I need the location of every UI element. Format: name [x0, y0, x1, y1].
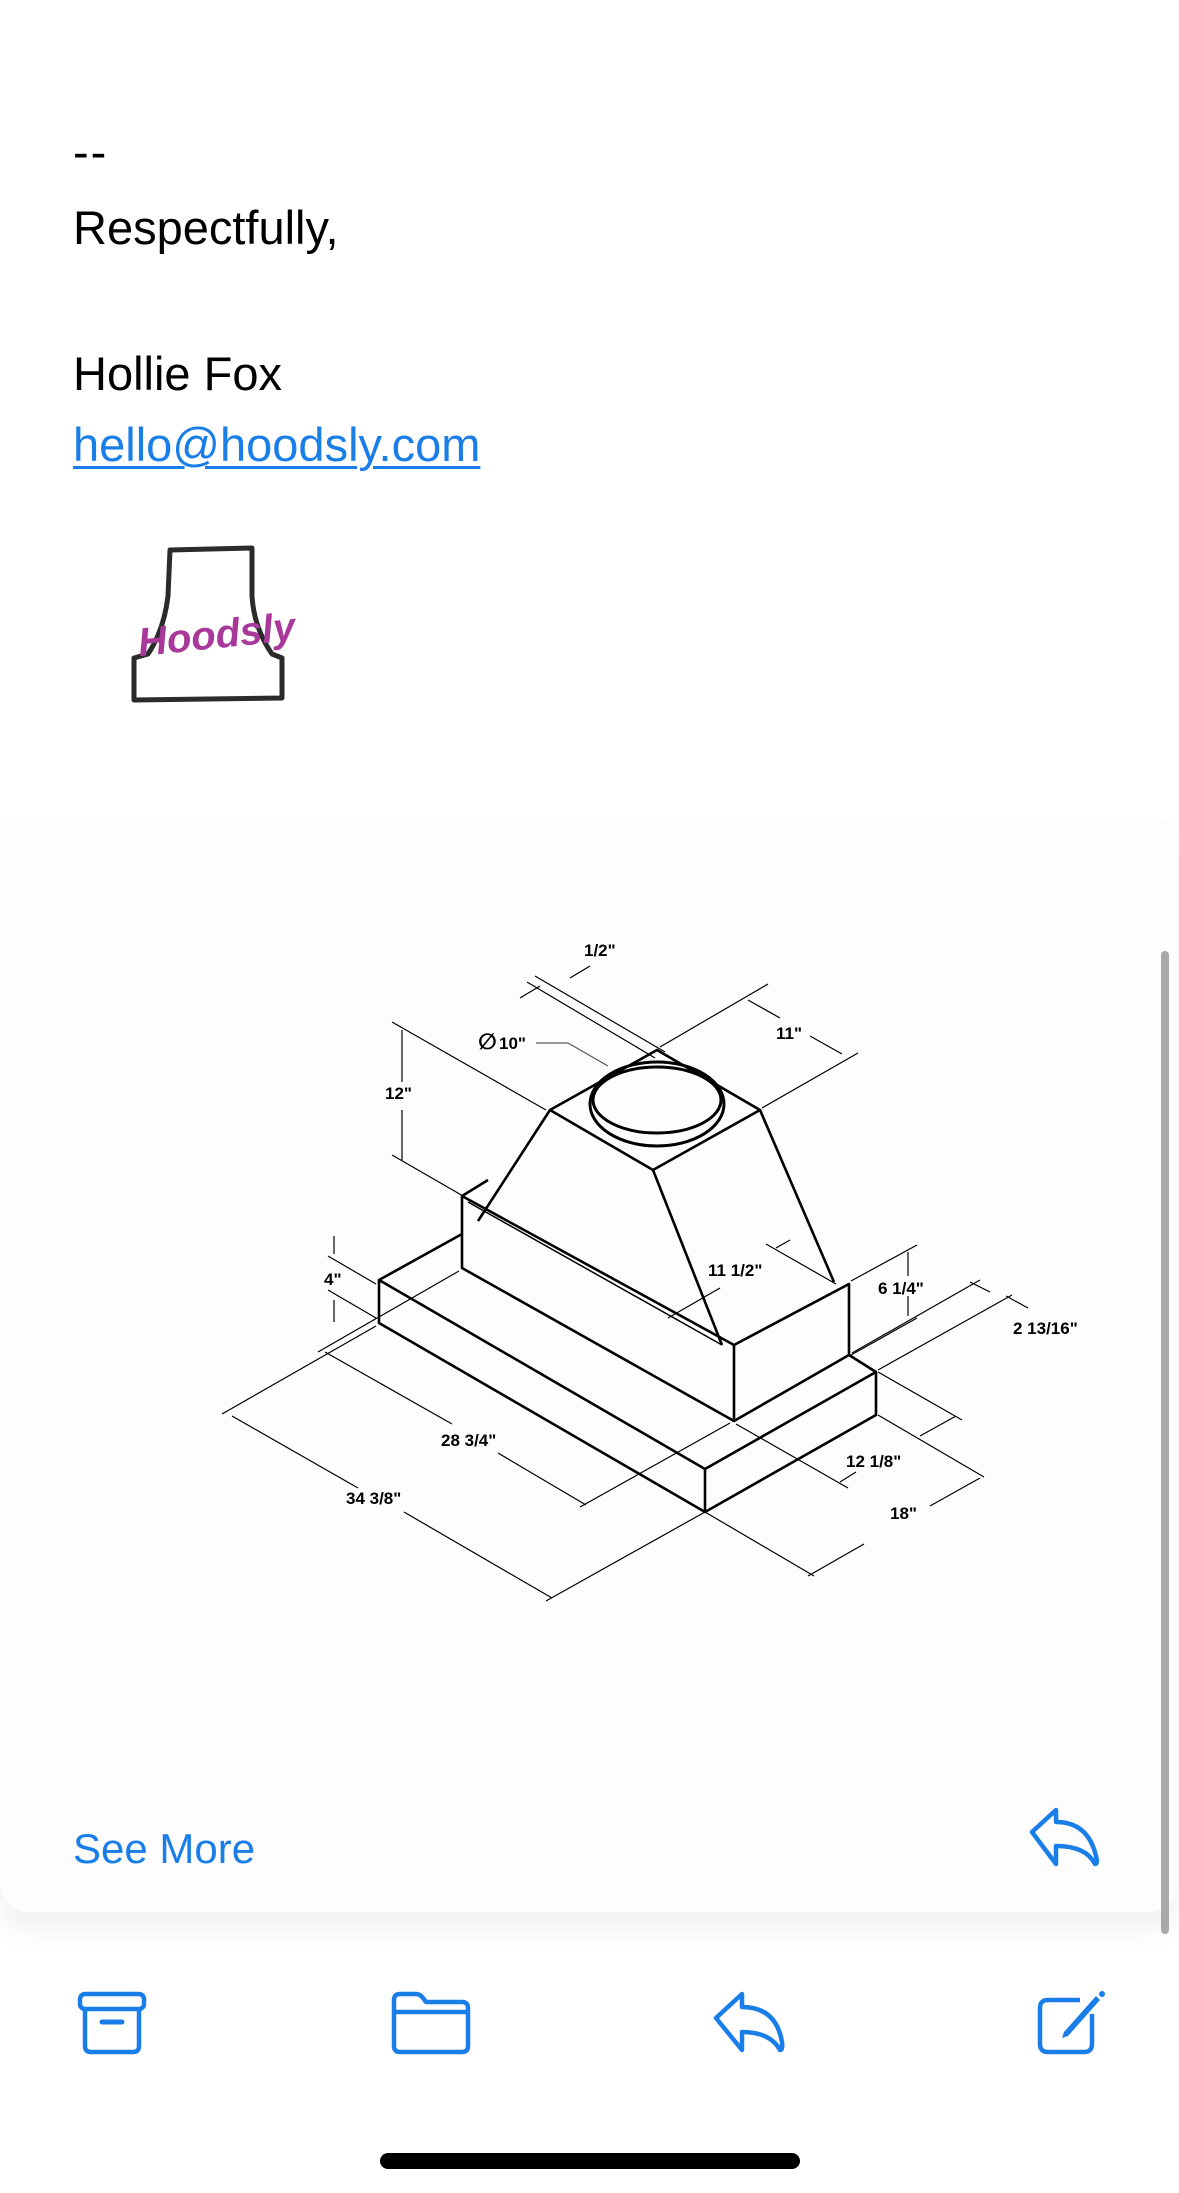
compose-pencil-icon[interactable]	[1034, 1990, 1106, 2056]
chimney	[476, 1048, 836, 1346]
see-more-button[interactable]: See More	[73, 1825, 256, 1872]
dim-label-liner-depth-base: 12 1/8"	[846, 1452, 901, 1471]
hood-dimension-diagram[interactable]: 1/2" ∅ 10" 11" 12" 11 1/2" 6 1/4" 2 13/1…	[0, 821, 1177, 1721]
signature-closing: Respectfully,	[73, 201, 339, 254]
reply-arrow-icon[interactable]	[1028, 1806, 1104, 1870]
dim-label-liner-depth: 11 1/2"	[708, 1261, 762, 1280]
dim-label-liner-height: 6 1/4"	[878, 1279, 924, 1298]
diameter-symbol: ∅	[478, 1029, 497, 1054]
home-indicator[interactable]	[380, 2153, 800, 2169]
folder-icon[interactable]	[390, 1990, 472, 2056]
bottom-toolbar	[0, 1960, 1179, 2090]
signature-separator: --	[73, 125, 109, 178]
dim-label-base-width: 34 3/8"	[346, 1489, 401, 1508]
attachment-card: 1/2" ∅ 10" 11" 12" 11 1/2" 6 1/4" 2 13/1…	[0, 821, 1177, 1912]
dim-label-base-depth: 18"	[890, 1504, 917, 1523]
base-plate	[377, 1232, 878, 1514]
collar	[588, 1060, 726, 1148]
dim-label-liner-width: 28 3/4"	[441, 1431, 496, 1450]
dim-label-top-depth: 11"	[776, 1024, 802, 1043]
dim-label-collar-diameter: 10"	[499, 1034, 526, 1053]
scrollbar[interactable]	[1161, 951, 1169, 1934]
archive-box-icon[interactable]	[76, 1990, 148, 2056]
dim-label-height-top: 12"	[385, 1084, 412, 1103]
dim-label-base-height: 4"	[324, 1270, 342, 1289]
signature-name: Hollie Fox	[73, 347, 282, 400]
dim-label-collar-lip: 1/2"	[584, 941, 616, 960]
dim-label-setback: 2 13/16"	[1013, 1319, 1078, 1338]
dimension-lines	[221, 965, 1029, 1602]
signature-email-link[interactable]: hello@hoodsly.com	[73, 418, 481, 471]
hoodsly-logo: Hoodsly	[131, 545, 299, 703]
reply-arrow-icon[interactable]	[710, 1990, 790, 2056]
liner-box	[460, 1178, 851, 1423]
